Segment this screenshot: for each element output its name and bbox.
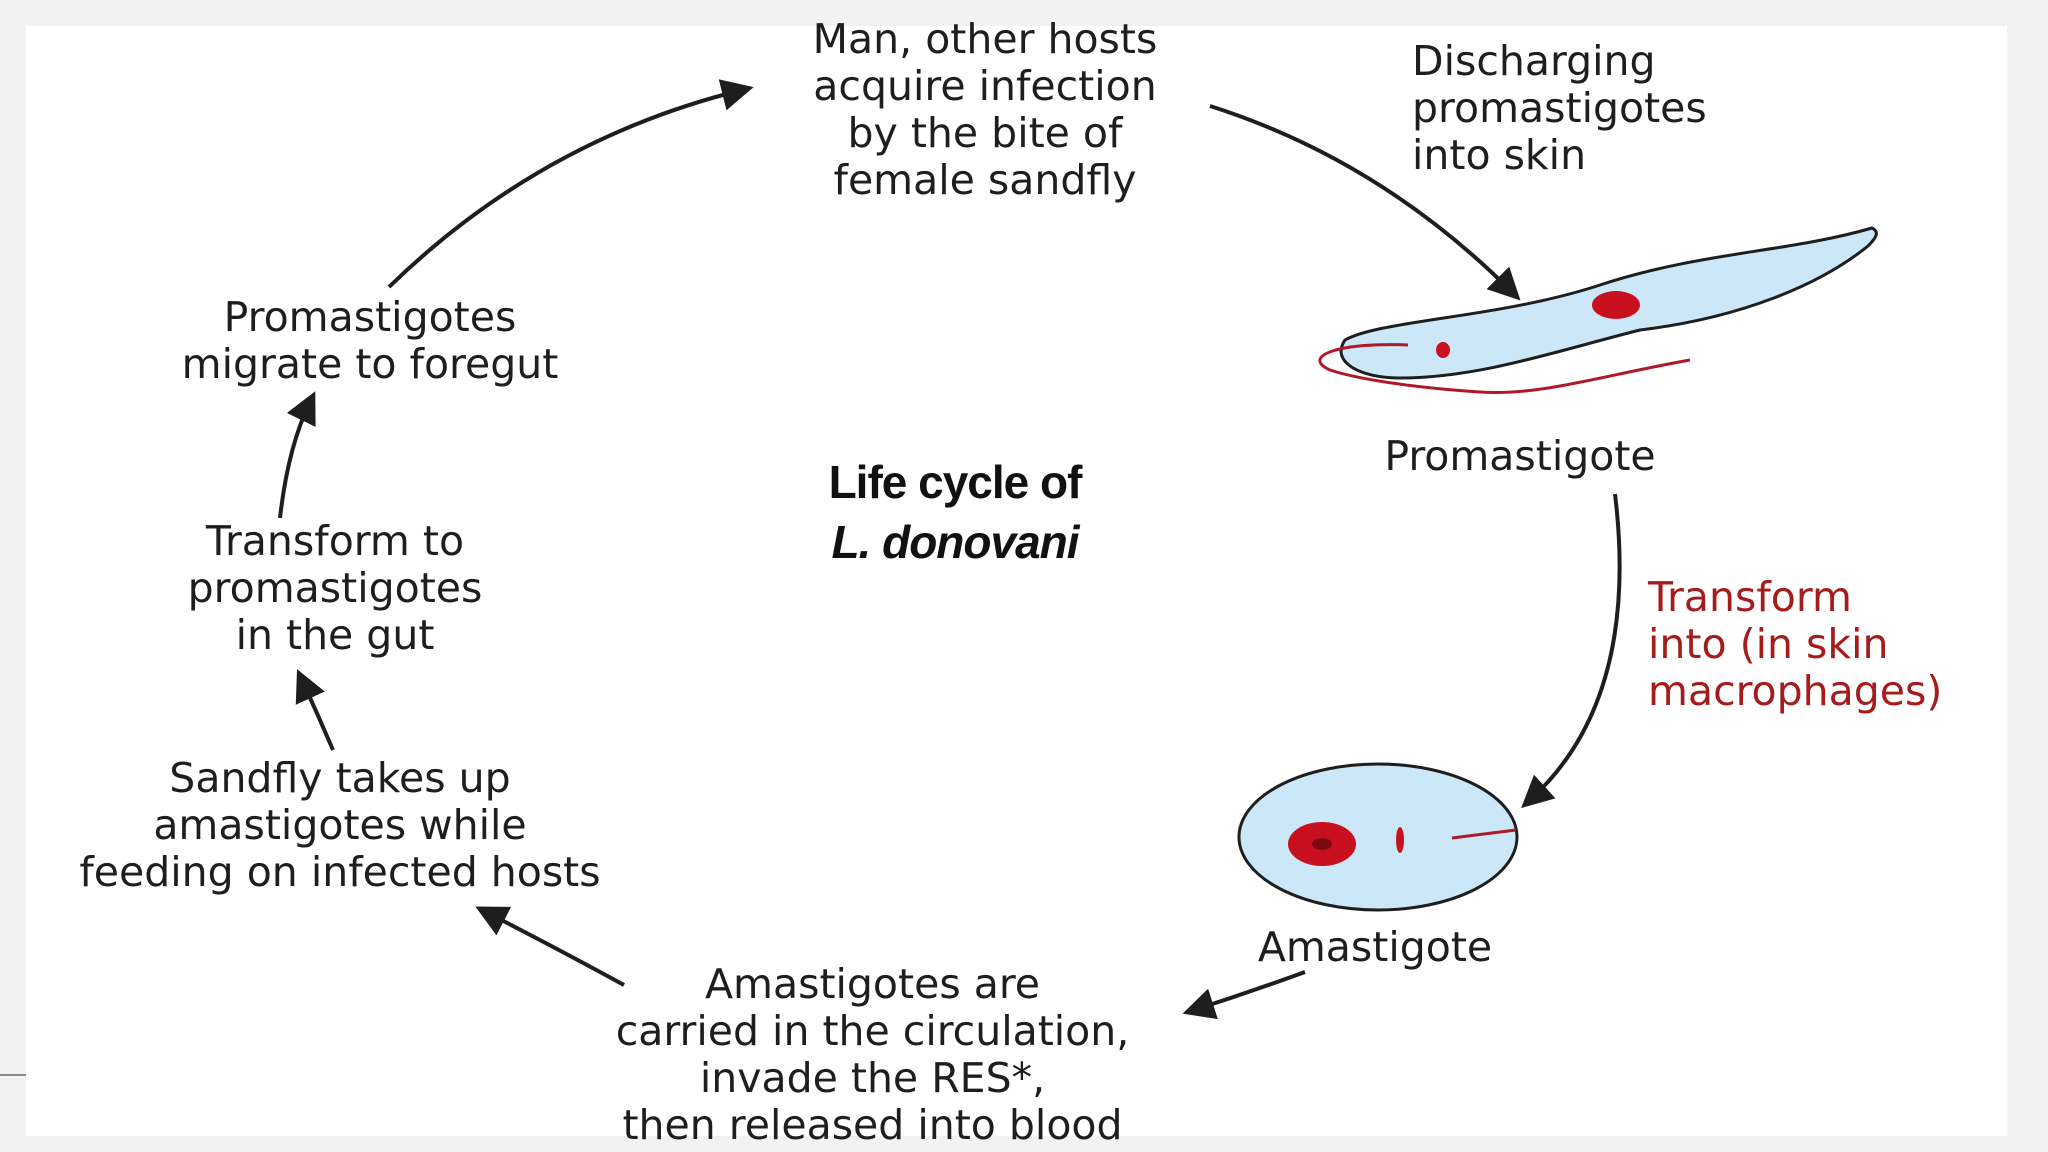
slide-edge-line	[0, 1074, 26, 1076]
circulation-label: Amastigotes are carried in the circulati…	[615, 960, 1130, 1149]
promastigote-label: Promastigote	[1384, 432, 1656, 480]
diagram-title: Life cycle of L. donovani	[735, 452, 1175, 572]
amastigote-illustration	[1237, 762, 1519, 912]
promastigote-flagellum	[1318, 343, 1691, 394]
sandfly-uptake-label: Sandfly takes up amastigotes while feedi…	[79, 754, 601, 896]
promastigote-kinetoplast	[1436, 342, 1450, 358]
infection-label: Man, other hosts acquire infection by th…	[812, 15, 1158, 204]
title-line-1: Life cycle of	[828, 456, 1083, 508]
promastigote-nucleus	[1592, 291, 1640, 319]
migrate-label: Promastigotes migrate to foregut	[181, 293, 559, 388]
arrow-circulation-to-sandfly	[475, 906, 625, 987]
arrow-gut-to-foregut	[278, 391, 316, 519]
arrow-infection-to-promastigote	[1209, 104, 1521, 301]
slide-canvas	[26, 26, 2007, 1136]
arrow-amastigote-to-circulation	[1182, 970, 1306, 1020]
promastigote-illustration	[1318, 226, 1878, 394]
amastigote-kinetoplast	[1396, 827, 1404, 853]
title-line-2: L. donovani	[831, 516, 1079, 568]
arrow-sandfly-to-gut	[295, 669, 335, 751]
amastigote-label: Amastigote	[1257, 923, 1493, 971]
transform-skin-label: Transform into (in skin macrophages)	[1648, 573, 1943, 715]
transform-gut-label: Transform to promastigotes in the gut	[187, 517, 483, 659]
discharging-label: Discharging promastigotes into skin	[1412, 37, 1707, 179]
amastigote-nucleus-dark	[1312, 838, 1332, 850]
arrow-promastigote-to-amastigote	[1521, 493, 1622, 809]
arrow-foregut-to-infection	[387, 79, 754, 289]
amastigote-body	[1237, 762, 1519, 912]
amastigote-flagellum-stub	[1451, 828, 1517, 840]
